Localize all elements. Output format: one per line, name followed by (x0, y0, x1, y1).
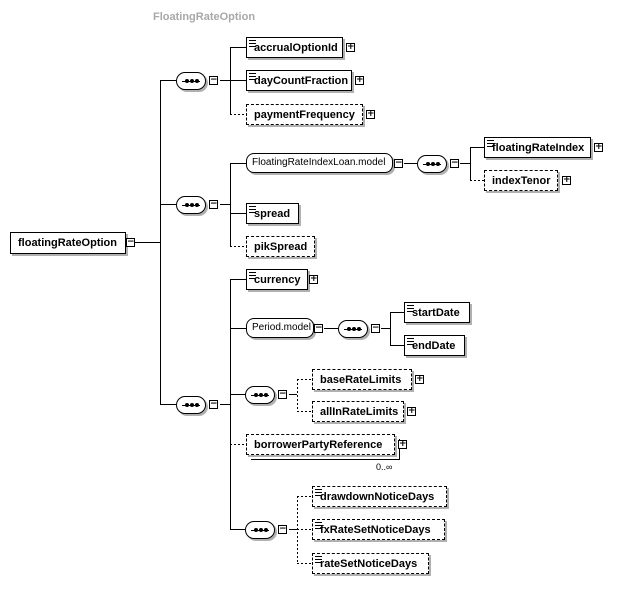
element-marker-icon (249, 40, 256, 47)
borrower-party-reference-node[interactable]: borrowerPartyReference (246, 434, 395, 455)
sequence-compositor-icon-7[interactable] (245, 521, 275, 539)
spread-node[interactable]: spread (246, 203, 299, 224)
root-label: floatingRateOption (18, 237, 117, 249)
cardinality-label: 0..∞ (376, 462, 393, 472)
fx-rate-set-notice-days-node[interactable]: fxRateSetNoticeDays (312, 519, 445, 540)
all-in-rate-limits-label: allInRateLimits (320, 406, 399, 418)
root-collapse-icon[interactable]: − (126, 237, 135, 247)
pik-spread-label: pikSpread (254, 241, 308, 253)
floating-rate-index-loan-model-node[interactable]: FloatingRateIndexLoan.model (246, 153, 393, 173)
base-rate-limits-expand-icon[interactable]: + (415, 374, 424, 384)
element-marker-icon (249, 73, 256, 80)
accrual-option-id-expand-icon[interactable]: + (346, 42, 355, 52)
element-marker-icon (407, 305, 414, 312)
currency-expand-icon[interactable]: + (309, 274, 318, 284)
start-date-label: startDate (412, 307, 460, 319)
payment-frequency-label: paymentFrequency (254, 109, 355, 121)
element-marker-icon (487, 140, 494, 147)
day-count-fraction-label: dayCountFraction (254, 75, 349, 87)
floating-rate-index-label: floatingRateIndex (492, 142, 585, 154)
all-in-rate-limits-node[interactable]: allInRateLimits (312, 401, 404, 422)
sequence-4-collapse-icon[interactable]: − (450, 158, 459, 168)
day-count-fraction-node[interactable]: dayCountFraction (246, 70, 352, 91)
accrual-option-id-label: accrualOptionId (254, 42, 338, 54)
index-tenor-node[interactable]: indexTenor (484, 170, 558, 191)
payment-frequency-expand-icon[interactable]: + (366, 109, 375, 119)
element-marker-icon (315, 522, 322, 529)
borrower-party-reference-label: borrowerPartyReference (254, 439, 383, 451)
period-model-node[interactable]: Period.model (246, 318, 314, 338)
floating-rate-option-node[interactable]: floatingRateOption (10, 232, 126, 254)
payment-frequency-node[interactable]: paymentFrequency (246, 104, 363, 125)
floating-rate-index-loan-model-collapse-icon[interactable]: − (394, 158, 403, 168)
all-in-rate-limits-expand-icon[interactable]: + (407, 406, 416, 416)
borrower-party-reference-expand-icon[interactable]: + (398, 439, 407, 449)
period-model-label: Period.model (252, 322, 311, 333)
sequence-compositor-icon-6[interactable] (245, 386, 275, 404)
currency-label: currency (254, 274, 301, 286)
sequence-compositor-icon-4[interactable] (417, 155, 447, 173)
sequence-6-collapse-icon[interactable]: − (278, 389, 287, 399)
sequence-1-collapse-icon[interactable]: − (209, 75, 218, 85)
floating-rate-index-expand-icon[interactable]: + (594, 142, 603, 152)
end-date-label: endDate (412, 340, 456, 352)
sequence-3-collapse-icon[interactable]: − (209, 399, 218, 409)
element-marker-icon (315, 556, 322, 563)
drawdown-notice-days-node[interactable]: drawdownNoticeDays (312, 486, 447, 507)
element-marker-icon (315, 489, 322, 496)
rate-set-notice-days-label: rateSetNoticeDays (320, 558, 418, 570)
drawdown-notice-days-label: drawdownNoticeDays (320, 491, 435, 503)
period-model-collapse-icon[interactable]: − (314, 323, 323, 333)
day-count-fraction-expand-icon[interactable]: + (355, 75, 364, 85)
accrual-option-id-node[interactable]: accrualOptionId (246, 37, 343, 58)
base-rate-limits-node[interactable]: baseRateLimits (312, 369, 412, 390)
pik-spread-node[interactable]: pikSpread (246, 236, 315, 257)
element-marker-icon (249, 206, 256, 213)
group-label: FloatingRateOption (153, 11, 256, 23)
start-date-node[interactable]: startDate (404, 302, 470, 323)
sequence-compositor-icon-1[interactable] (176, 72, 206, 90)
element-marker-icon (407, 338, 414, 345)
currency-node[interactable]: currency (246, 269, 308, 290)
sequence-5-collapse-icon[interactable]: − (371, 323, 380, 333)
sequence-2-collapse-icon[interactable]: − (209, 199, 218, 209)
sequence-compositor-icon-5[interactable] (338, 320, 368, 338)
sequence-compositor-icon-3[interactable] (176, 396, 206, 414)
sequence-compositor-icon-2[interactable] (176, 196, 206, 214)
floating-rate-index-loan-model-label: FloatingRateIndexLoan.model (252, 157, 386, 168)
rate-set-notice-days-node[interactable]: rateSetNoticeDays (312, 553, 429, 574)
floating-rate-index-node[interactable]: floatingRateIndex (484, 137, 591, 158)
sequence-7-collapse-icon[interactable]: − (278, 524, 287, 534)
index-tenor-label: indexTenor (492, 175, 551, 187)
element-marker-icon (249, 272, 256, 279)
fx-rate-set-notice-days-label: fxRateSetNoticeDays (320, 524, 431, 536)
index-tenor-expand-icon[interactable]: + (562, 175, 571, 185)
end-date-node[interactable]: endDate (404, 335, 465, 356)
base-rate-limits-label: baseRateLimits (320, 374, 402, 386)
spread-label: spread (254, 208, 291, 220)
